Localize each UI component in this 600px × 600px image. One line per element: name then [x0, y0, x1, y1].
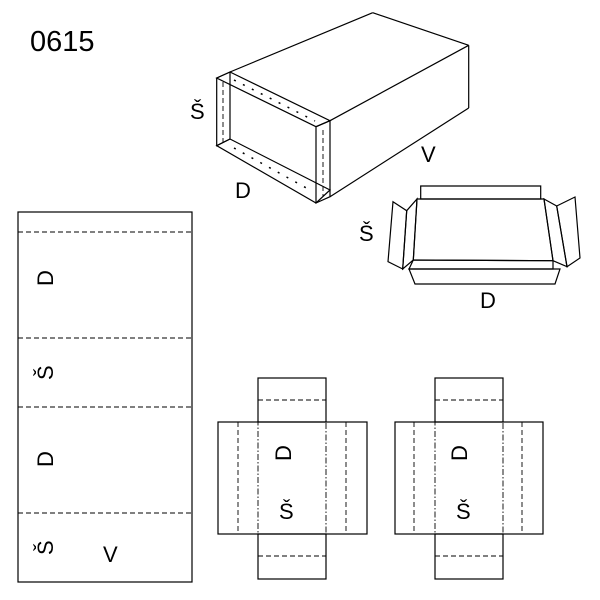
tray-blank-1-length-label: D — [271, 445, 296, 461]
blank-width-label-2: Š — [33, 540, 58, 555]
height-label: V — [421, 142, 436, 167]
tray-blank-1-width-label: Š — [279, 499, 294, 524]
tray-blank-2-length-label: D — [447, 445, 472, 461]
tray-blank-2: D Š — [394, 377, 544, 580]
blank-height-label: V — [103, 542, 118, 567]
blank-length-label-1: D — [33, 270, 58, 286]
tray-view: Š D — [359, 185, 581, 313]
tray-blank-2-width-label: Š — [456, 499, 471, 524]
tray-width-label: Š — [359, 221, 374, 246]
blank-width-label-1: Š — [33, 365, 58, 380]
length-label: D — [235, 178, 251, 203]
width-label: Š — [190, 99, 205, 124]
tray-length-label: D — [480, 288, 496, 313]
tray-blank-1: D Š — [217, 377, 368, 580]
assembled-sleeve: Š D V — [190, 12, 470, 204]
model-number: 0615 — [30, 26, 95, 58]
sleeve-blank: D Š D Š V — [17, 211, 193, 583]
blank-length-label-2: D — [33, 451, 58, 467]
